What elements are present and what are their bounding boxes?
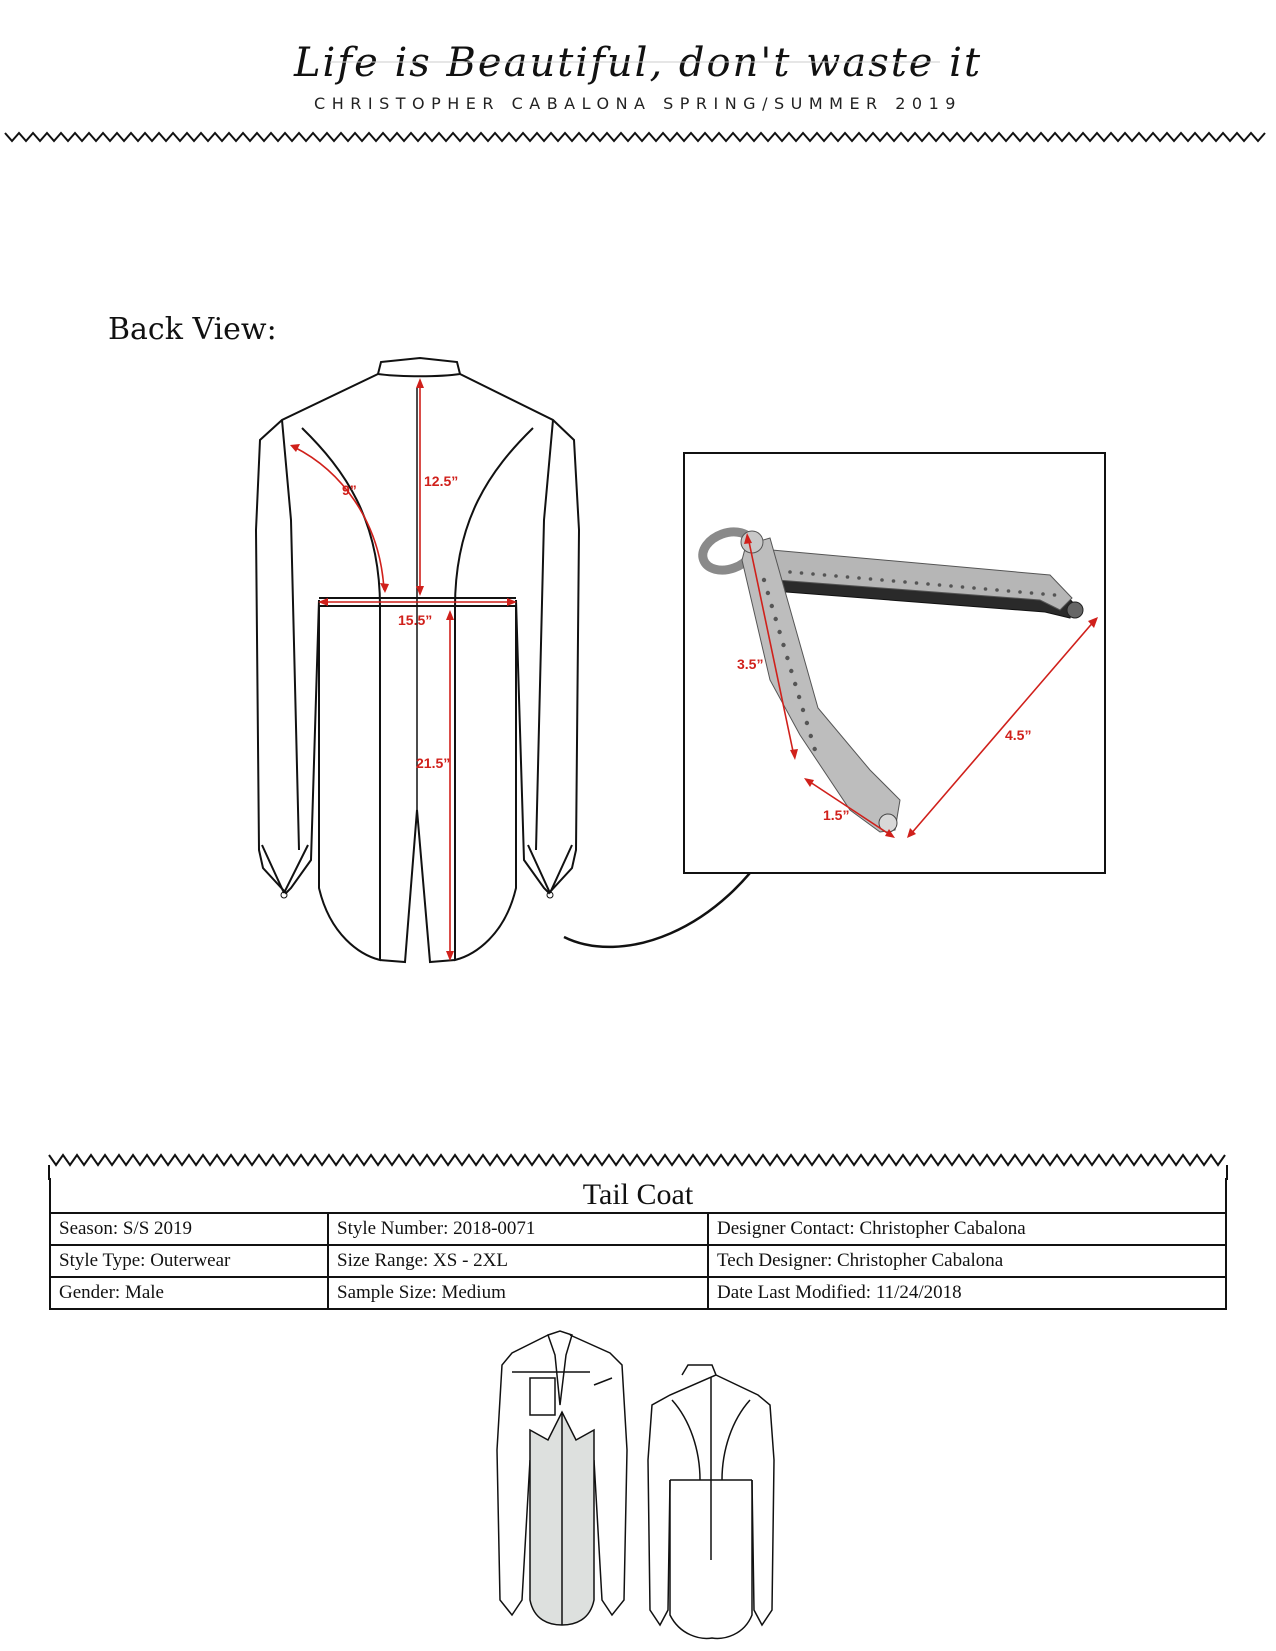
spec-title: Tail Coat	[49, 1178, 1227, 1214]
spec-tech-designer: Tech Designer: Christopher Cabalona	[707, 1244, 1227, 1278]
bar-hole	[834, 574, 838, 578]
collar	[377, 356, 461, 378]
bar-hole	[808, 733, 813, 739]
spec-gender: Gender: Male	[49, 1276, 329, 1310]
bar-hole	[773, 616, 778, 622]
bar-hole	[1006, 589, 1011, 593]
zigzag-divider	[4, 131, 1266, 143]
bar-hole	[793, 681, 798, 687]
bar-hole	[972, 586, 976, 590]
bar-hole	[880, 578, 884, 582]
bar-hole	[777, 629, 782, 635]
table-row: Season: S/S 2019 Style Number: 2018-0071…	[49, 1212, 1227, 1246]
bar-hole	[785, 655, 790, 661]
collection-title: CHRISTOPHER CABALONA SPRING/SUMMER 2019	[314, 94, 962, 113]
bar-hole	[1018, 590, 1022, 594]
table-row: Style Type: Outerwear Size Range: XS - 2…	[49, 1244, 1227, 1278]
back-view-sketch: 12.5” 9” 15.5” 21.5”	[254, 356, 581, 964]
bar-hole	[788, 570, 792, 574]
measure-line-end	[806, 779, 893, 837]
flat-sketches	[496, 1330, 775, 1640]
bar-hole	[761, 577, 767, 583]
tagline: Life is Beautiful, don't waste it	[293, 40, 983, 86]
bar-hole	[789, 668, 794, 674]
header-decoration	[4, 61, 1266, 143]
measure-line-span	[909, 619, 1096, 836]
measure-princess-label: 9”	[342, 482, 357, 498]
bar-hole	[781, 642, 786, 648]
bar-hole	[857, 576, 861, 580]
bar-hole	[937, 583, 942, 587]
view-label: Back View:	[108, 312, 277, 347]
bar-hole	[812, 746, 817, 752]
measure-line-arm	[747, 536, 795, 757]
spec-sample-size: Sample Size: Medium	[327, 1276, 709, 1310]
bar-hole	[868, 577, 873, 581]
bar-hole	[914, 581, 919, 585]
bar-hole	[903, 580, 907, 584]
bar-hole	[995, 588, 999, 592]
hardware-detail-box: 3.5” 4.5” 1.5”	[683, 452, 1106, 874]
bar-hole	[891, 579, 896, 583]
bar-hole	[800, 707, 806, 713]
back-flat	[647, 1364, 775, 1640]
bar-hole	[926, 582, 930, 586]
measure-collar-label: 12.5”	[424, 473, 458, 489]
spec-size-range: Size Range: XS - 2XL	[327, 1244, 709, 1278]
bar-hole	[811, 572, 815, 576]
bar-hole	[799, 571, 804, 575]
bar-hole	[1029, 591, 1034, 595]
measure-span-label: 4.5”	[1005, 727, 1031, 743]
bar-hole	[804, 720, 810, 726]
coat-outline	[254, 373, 581, 895]
measure-end-label: 1.5”	[823, 807, 849, 823]
spec-designer-contact: Designer Contact: Christopher Cabalona	[707, 1212, 1227, 1246]
table-row: Gender: Male Sample Size: Medium Date La…	[49, 1276, 1227, 1310]
bar-hole	[1041, 592, 1045, 596]
spec-zigzag	[48, 1153, 1228, 1180]
bar-hole	[845, 575, 850, 579]
spec-season: Season: S/S 2019	[49, 1212, 329, 1246]
measure-tail-label: 21.5”	[416, 755, 450, 771]
bar-hole	[1052, 593, 1057, 597]
spec-date-modified: Date Last Modified: 11/24/2018	[707, 1276, 1227, 1310]
bar-hole	[983, 587, 988, 591]
bar-hole	[960, 585, 965, 589]
bar-hole	[769, 603, 774, 609]
bar-hole	[949, 584, 953, 588]
measure-waist-label: 15.5”	[398, 612, 432, 628]
spec-table: Tail Coat Season: S/S 2019 Style Number:…	[49, 1178, 1227, 1310]
bar-hole	[822, 573, 827, 577]
spec-style-number: Style Number: 2018-0071	[327, 1212, 709, 1246]
measure-arm-label: 3.5”	[737, 656, 763, 672]
measure-line-princess	[293, 446, 385, 591]
spec-style-type: Style Type: Outerwear	[49, 1244, 329, 1278]
bar-hole	[796, 694, 802, 700]
bar-hole	[765, 590, 771, 596]
